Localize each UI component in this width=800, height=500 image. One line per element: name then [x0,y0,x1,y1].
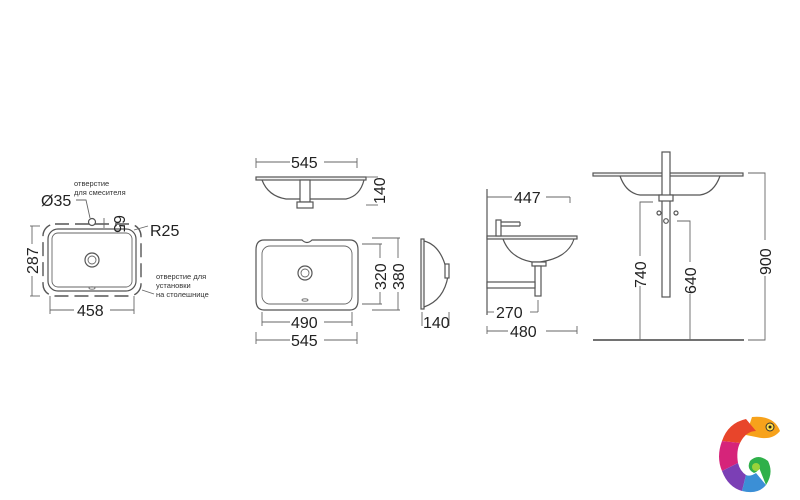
dim-projection-447: 447 [514,190,541,207]
wall-mount-side-view [486,189,578,334]
front-elevation-view [592,151,766,341]
top-view-small [30,199,155,314]
dim-height-640: 640 [683,267,700,294]
note-install-line1: отверстие для [156,272,206,281]
note-install-line2: установки [156,281,191,290]
dim-side-depth: 140 [423,315,450,332]
dim-inner-width: 490 [291,315,318,332]
dim-small-height: 287 [25,247,42,274]
side-profile-view [420,238,450,326]
chameleon-logo [719,416,780,493]
dim-height-740: 740 [633,261,650,288]
dim-inner-depth: 320 [373,263,390,290]
note-mixer-hole-line1: отверстие [74,179,109,188]
note-mixer-hole-line2: для смесителя [74,188,126,197]
dim-depth-480: 480 [510,324,537,341]
dim-drain-270: 270 [496,305,523,322]
note-install-line3: на столешнице [156,290,209,299]
dim-mixer-hole-diameter: Ø35 [41,193,71,210]
dim-small-width: 458 [77,303,104,320]
front-section-view [255,158,378,209]
dim-front-depth: 140 [372,177,389,204]
dim-outer-width: 545 [291,333,318,350]
dim-outer-depth: 380 [391,263,408,290]
dim-mixer-offset: 65 [110,215,127,233]
dim-height-900: 900 [758,248,775,275]
dim-corner-radius: R25 [150,223,179,240]
dim-front-width: 545 [291,155,318,172]
top-view-large [255,237,400,344]
